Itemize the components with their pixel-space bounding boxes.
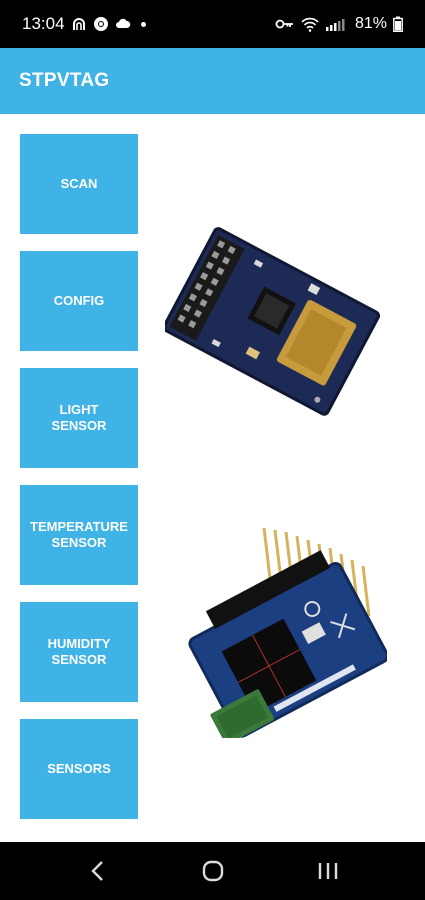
- status-right: 81%: [275, 15, 403, 33]
- signal-icon: [325, 19, 345, 31]
- app-bar: STPVTAG: [0, 48, 425, 114]
- battery-percent: 81%: [354, 15, 387, 32]
- humidity-sensor-button[interactable]: HUMIDITY SENSOR: [20, 602, 138, 702]
- sensor-board-image: [165, 227, 380, 416]
- sensors-button[interactable]: SENSORS: [20, 719, 138, 819]
- recents-button[interactable]: [308, 851, 348, 891]
- key-icon: [275, 19, 293, 29]
- system-nav-bar: [0, 842, 425, 900]
- home-button[interactable]: [193, 851, 233, 891]
- recents-icon: [318, 863, 337, 879]
- chrome-icon: [93, 17, 108, 31]
- status-left: 13:04: [22, 14, 146, 34]
- home-icon: [202, 860, 223, 882]
- status-time: 13:04: [22, 14, 65, 33]
- wifi-icon: [301, 17, 319, 32]
- solar-board-image: [188, 527, 387, 738]
- app-title: STPVTAG: [19, 70, 110, 91]
- more-notifications-dot: [140, 21, 146, 27]
- back-icon: [90, 861, 103, 881]
- config-button[interactable]: CONFIG: [20, 251, 138, 351]
- notification-icon: [72, 18, 85, 30]
- back-button[interactable]: [78, 851, 118, 891]
- sensor-menu: SCAN CONFIG LIGHT SENSOR TEMPERATURE SEN…: [20, 134, 138, 836]
- temperature-sensor-button[interactable]: TEMPERATURE SENSOR: [20, 485, 138, 585]
- light-sensor-button[interactable]: LIGHT SENSOR: [20, 368, 138, 468]
- battery-icon: [393, 16, 403, 32]
- main-content: SCAN CONFIG LIGHT SENSOR TEMPERATURE SEN…: [0, 114, 425, 842]
- scan-button[interactable]: SCAN: [20, 134, 138, 234]
- status-bar: 13:04: [0, 0, 425, 48]
- cloud-icon: [115, 18, 130, 28]
